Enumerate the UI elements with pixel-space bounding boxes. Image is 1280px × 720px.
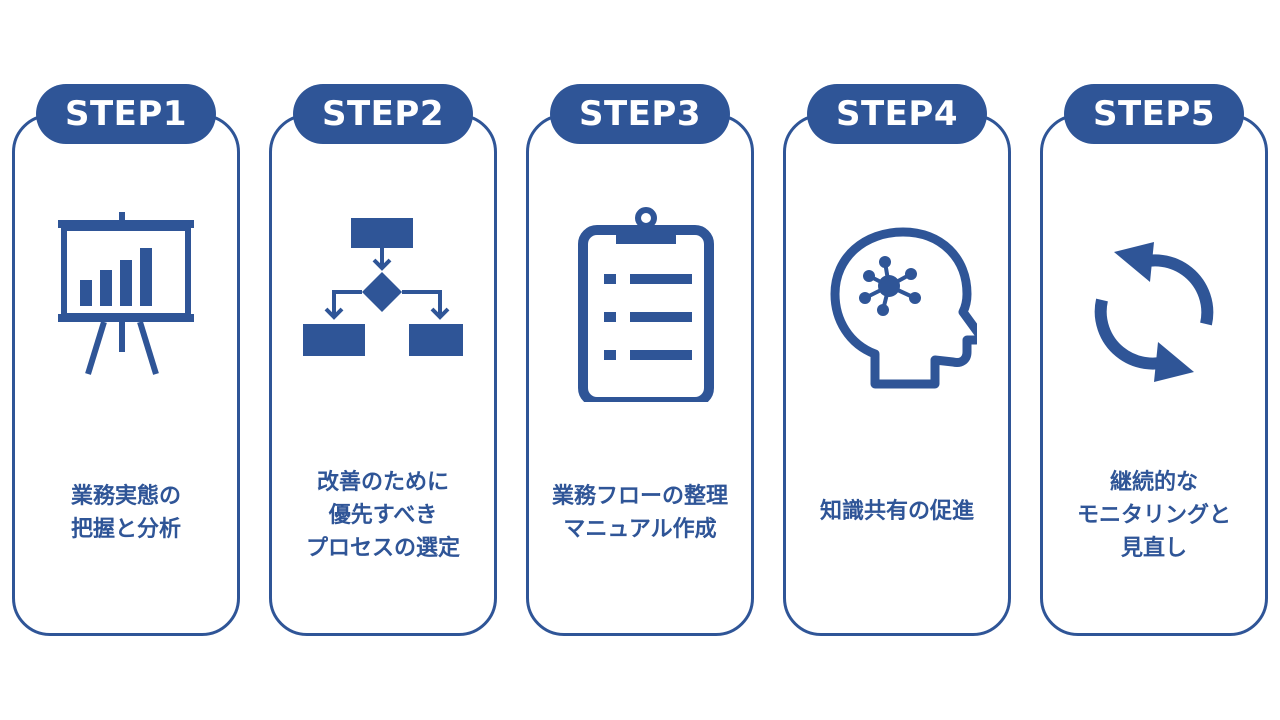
brain-network-icon xyxy=(817,202,977,402)
step-3: STEP3 業務フローの整理 マニュアル作成 xyxy=(526,84,754,636)
presentation-chart-icon xyxy=(46,202,206,402)
step-text-line: プロセスの選定 xyxy=(305,536,460,561)
step-card xyxy=(1040,114,1268,636)
step-text-line: モニタリングと xyxy=(1076,503,1231,528)
step-text-line: 把握と分析 xyxy=(70,517,181,542)
step-description: 知識共有の促進 xyxy=(787,495,1007,528)
step-4: STEP4 知識共有の促進 xyxy=(783,84,1011,636)
step-badge: STEP3 xyxy=(550,84,730,144)
step-description: 改善のために 優先すべき プロセスの選定 xyxy=(273,466,493,565)
step-text-line: 優先すべき xyxy=(328,503,438,528)
step-text-line: 業務フローの整理 xyxy=(551,484,728,509)
step-description: 業務実態の 把握と分析 xyxy=(16,480,236,546)
step-text-line: 知識共有の促進 xyxy=(819,499,974,524)
step-text-line: 見直し xyxy=(1120,536,1187,561)
clipboard-list-icon xyxy=(560,202,720,402)
step-description: 継続的な モニタリングと 見直し xyxy=(1044,466,1264,565)
step-text-line: マニュアル作成 xyxy=(563,517,717,542)
step-description: 業務フローの整理 マニュアル作成 xyxy=(530,480,750,546)
step-card xyxy=(12,114,240,636)
step-text-line: 業務実態の xyxy=(70,484,181,509)
step-badge: STEP4 xyxy=(807,84,987,144)
cycle-arrows-icon xyxy=(1074,202,1234,402)
step-badge: STEP1 xyxy=(36,84,216,144)
step-card xyxy=(783,114,1011,636)
step-card xyxy=(269,114,497,636)
step-5: STEP5 継続的な モニタリングと 見直し xyxy=(1040,84,1268,636)
flowchart-icon xyxy=(303,202,463,402)
step-text-line: 改善のために xyxy=(316,470,449,495)
step-badge: STEP5 xyxy=(1064,84,1244,144)
step-text-line: 継続的な xyxy=(1109,470,1198,495)
step-1: STEP1 業務実態の 把握と分析 xyxy=(12,84,240,636)
step-badge: STEP2 xyxy=(293,84,473,144)
step-2: STEP2 改善のために 優先すべき プロセスの選定 xyxy=(269,84,497,636)
